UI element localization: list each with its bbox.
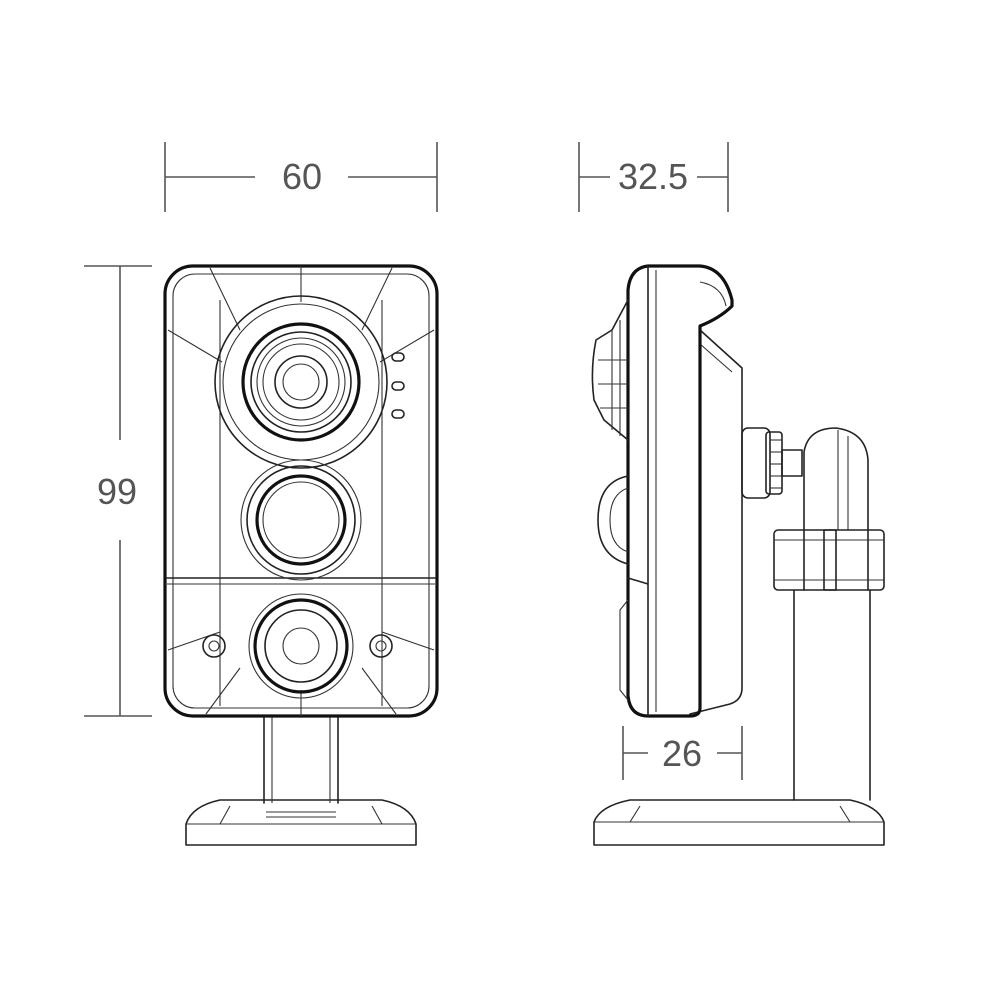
front-view <box>163 264 439 846</box>
side-camera-body <box>626 264 734 718</box>
dimension-width-front: 60 <box>164 142 438 212</box>
side-joint-screw <box>741 427 803 499</box>
dimension-label-height: 99 <box>97 471 137 512</box>
dimension-body-depth: 26 <box>622 726 743 780</box>
main-lens <box>214 295 388 469</box>
side-stand-base <box>593 799 885 846</box>
front-stand-column <box>263 715 339 804</box>
front-facet-lines <box>167 266 435 716</box>
front-stand-base <box>185 799 417 846</box>
front-camera-body <box>163 264 439 718</box>
side-view <box>591 264 885 846</box>
lower-sensor <box>248 593 354 699</box>
side-pir-dome <box>597 475 649 585</box>
side-lower-bezel <box>619 599 629 701</box>
front-screw-right <box>369 634 393 658</box>
front-screw-left <box>202 634 226 658</box>
status-leds <box>391 352 405 419</box>
side-stand-arm <box>793 427 871 801</box>
dimension-label-width: 60 <box>282 156 322 197</box>
dimension-depth-side: 32.5 <box>578 142 729 212</box>
dimension-label-body-depth: 26 <box>662 733 702 774</box>
dimension-label-depth: 32.5 <box>618 156 688 197</box>
side-back-housing <box>689 329 743 715</box>
side-clamp-collar <box>773 529 885 591</box>
pir-sensor <box>240 459 362 581</box>
side-lens-protrusion <box>591 299 629 441</box>
dimension-height: 99 <box>84 265 152 717</box>
